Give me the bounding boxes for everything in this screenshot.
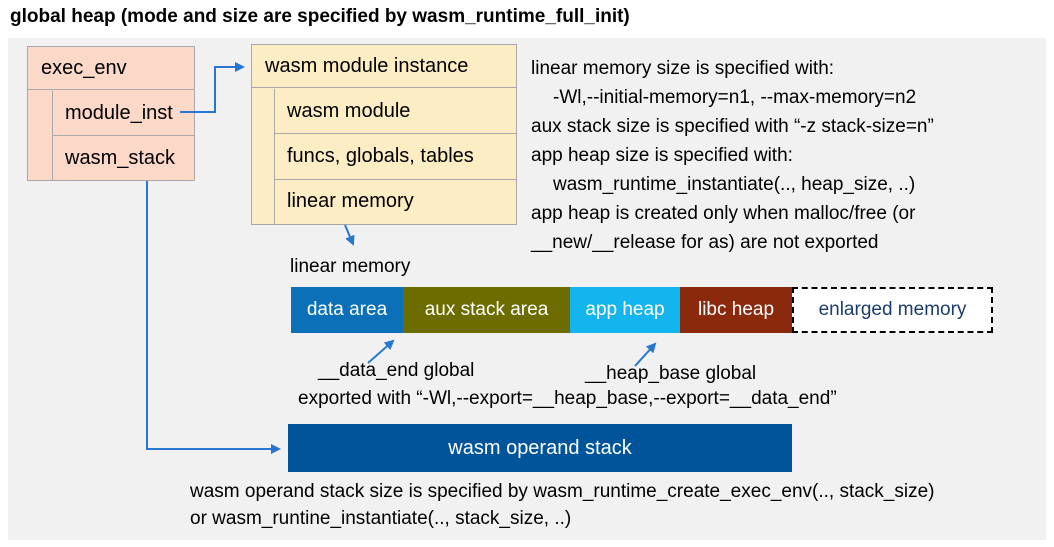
linear-memory-bar: data area aux stack area app heap libc h… <box>291 287 993 333</box>
note-line: linear memory size is specified with: <box>531 58 835 79</box>
operand-stack-size-note: wasm operand stack size is specified by … <box>190 478 935 532</box>
note-line: app heap is created only when malloc/fre… <box>531 203 916 224</box>
module-instance-box: wasm module instance wasm module funcs, … <box>251 44 517 225</box>
linear-memory-label: linear memory <box>290 256 411 277</box>
note-line: app heap size is specified with: <box>531 145 793 166</box>
segment-app-heap: app heap <box>570 287 680 333</box>
module-instance-header: wasm module instance <box>252 45 516 88</box>
exec-env-row-wasm-stack: wasm_stack <box>65 146 176 169</box>
module-instance-row-funcs-globals-tables: funcs, globals, tables <box>275 134 516 180</box>
note-line: wasm_runtime_instantiate(.., heap_size, … <box>553 174 916 195</box>
module-instance-rows: wasm module funcs, globals, tables linea… <box>274 89 516 224</box>
wasm-operand-stack-bar: wasm operand stack <box>288 424 792 472</box>
arrow-linear-memory-cell-to-bar <box>344 224 355 246</box>
data-end-global-label: __data_end global <box>318 360 475 381</box>
exec-env-rows: module_inst wasm_stack <box>52 91 194 180</box>
exec-env-box: exec_env module_inst wasm_stack <box>27 46 195 181</box>
memory-size-notes: linear memory size is specified with: -W… <box>531 54 934 257</box>
segment-libc-heap: libc heap <box>680 287 792 333</box>
exec-env-row-module-inst: module_inst <box>53 91 194 136</box>
note-line: or wasm_runtine_instantiate(.., stack_si… <box>190 508 572 529</box>
note-line: -Wl,--initial-memory=n1, --max-memory=n2 <box>553 87 917 108</box>
note-line: aux stack size is specified with “-z sta… <box>531 116 934 137</box>
segment-aux-stack-area: aux stack area <box>403 287 570 333</box>
note-line: wasm operand stack size is specified by … <box>190 481 935 502</box>
exec-env-header: exec_env <box>28 47 194 90</box>
diagram-panel: exec_env module_inst wasm_stack wasm mod… <box>8 38 1046 540</box>
heap-base-global-label: __heap_base global <box>585 363 757 384</box>
segment-data-area: data area <box>291 287 403 333</box>
module-instance-row-wasm-module: wasm module <box>275 89 516 135</box>
export-flags-note: exported with “-Wl,--export=__heap_base,… <box>298 388 837 409</box>
segment-enlarged-memory: enlarged memory <box>792 287 993 333</box>
diagram-title: global heap (mode and size are specified… <box>10 6 630 27</box>
module-instance-row-linear-memory: linear memory <box>287 190 414 213</box>
note-line: __new/__release for as) are not exported <box>531 232 879 253</box>
